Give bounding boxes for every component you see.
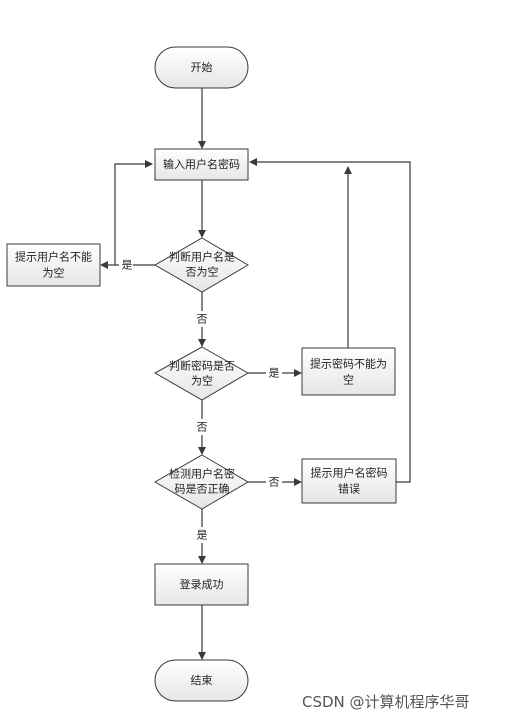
success-node: 登录成功 <box>154 563 249 606</box>
arrowhead <box>198 556 206 564</box>
arrowhead <box>198 652 206 660</box>
check-user-decision: 判断用户名是 否为空 <box>153 237 249 293</box>
tip-pwd-label-line2: 空 <box>343 373 354 387</box>
end-node: 结束 <box>154 659 249 702</box>
edge-label-no: 否 <box>197 313 208 326</box>
tip-wrong-label-line2: 错误 <box>338 482 360 496</box>
success-label: 登录成功 <box>180 577 224 591</box>
arrowhead <box>198 339 206 347</box>
check-pwd-decision: 判断密码是否 为空 <box>153 346 250 401</box>
tip-pwd-label-line1: 提示密码不能为 <box>310 357 387 371</box>
input-node: 输入用户名密码 <box>154 148 249 181</box>
check-user-label-line1: 判断用户名是 <box>169 250 235 264</box>
check-user-label-line2: 否为空 <box>186 265 219 279</box>
edge-tipuser-input <box>114 163 145 265</box>
tip-user-node: 提示用户名不能 为空 <box>6 243 101 287</box>
arrowhead <box>198 447 206 455</box>
check-pwd-label-line1: 判断密码是否 <box>169 359 235 373</box>
edge-labels: 是 否 是 否 否 是 <box>119 257 282 543</box>
arrowhead <box>344 166 352 174</box>
arrowhead <box>100 261 108 269</box>
arrowhead <box>294 478 302 486</box>
tip-user-label-line1: 提示用户名不能 <box>15 250 92 264</box>
tip-user-label-line2: 为空 <box>43 266 65 280</box>
start-node: 开始 <box>154 46 249 89</box>
check-pwd-label-line2: 为空 <box>191 374 213 388</box>
edge-tipwrong-input <box>257 161 411 483</box>
edge-label-no: 否 <box>269 476 280 489</box>
input-label: 输入用户名密码 <box>163 157 240 171</box>
arrowhead <box>145 160 153 168</box>
tip-pwd-node: 提示密码不能为 空 <box>301 347 396 396</box>
arrowhead <box>294 369 302 377</box>
start-label: 开始 <box>191 60 213 74</box>
arrowhead <box>198 141 206 149</box>
arrowhead <box>198 230 206 238</box>
edge-label-yes: 是 <box>197 529 208 542</box>
edge-label-yes: 是 <box>269 367 280 380</box>
watermark-text: CSDN @计算机程序华哥 <box>302 693 470 711</box>
check-match-decision: 检测用户名密 码是否正确 <box>153 454 249 510</box>
tip-wrong-label-line1: 提示用户名密码 <box>311 466 388 480</box>
edge-label-no: 否 <box>197 421 208 434</box>
end-label: 结束 <box>191 674 213 687</box>
tip-wrong-node: 提示用户名密码 错误 <box>301 458 397 504</box>
check-match-label-line2: 码是否正确 <box>175 483 230 496</box>
check-match-label-line1: 检测用户名密 <box>169 467 235 481</box>
arrowhead <box>249 158 257 166</box>
edge-label-yes: 是 <box>122 259 133 272</box>
connectors <box>100 88 411 660</box>
